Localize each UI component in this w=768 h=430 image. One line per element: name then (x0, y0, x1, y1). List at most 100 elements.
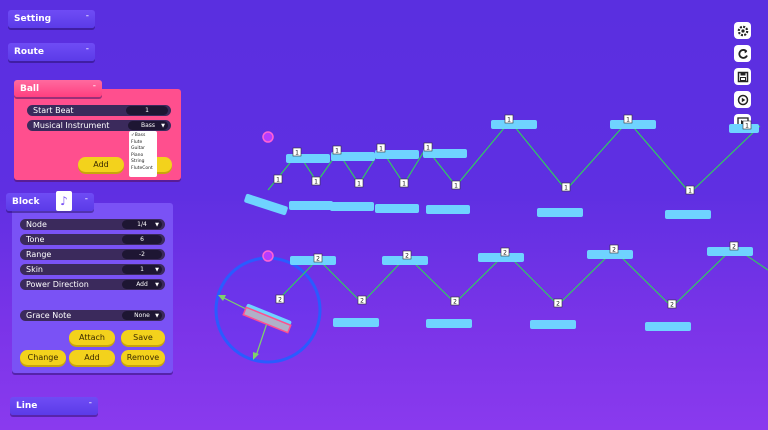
block-panel-title: Block (12, 197, 40, 207)
minimize-icon[interactable]: - (88, 398, 92, 408)
rotation-ring[interactable] (214, 256, 322, 364)
note-block[interactable] (707, 247, 753, 256)
start-beat-input[interactable]: 1 (126, 106, 168, 115)
instrument-option[interactable]: ✓Bass (131, 133, 146, 138)
node-row: Node 1/4 ▼ (20, 219, 165, 230)
grace-note-select[interactable]: None ▼ (122, 311, 162, 320)
note-block[interactable] (382, 256, 428, 265)
block-label-box (357, 295, 367, 305)
block-label: 1 (688, 188, 692, 195)
block-label: 2 (278, 297, 282, 304)
note-block[interactable] (530, 320, 576, 329)
ball-add-button[interactable]: Add (78, 157, 124, 172)
note-block[interactable] (330, 202, 374, 211)
note-block[interactable] (244, 303, 292, 330)
minimize-icon[interactable]: - (85, 11, 89, 21)
note-block[interactable] (587, 250, 633, 259)
block-label-box (667, 299, 677, 309)
tab-setting[interactable]: Setting - (8, 10, 95, 28)
block-label-box (504, 114, 514, 124)
note-block[interactable] (333, 318, 379, 327)
tab-route[interactable]: Route - (8, 43, 95, 61)
note-block[interactable] (375, 204, 419, 213)
tab-route-label: Route (14, 47, 44, 57)
block-panel-header[interactable]: Block ♪ - (6, 191, 94, 211)
save-file-button[interactable] (734, 68, 751, 85)
block-label-box (450, 296, 460, 306)
settings-button[interactable] (734, 22, 751, 39)
instrument-option[interactable]: String (131, 159, 145, 165)
minimize-icon[interactable]: - (92, 81, 96, 91)
grace-note-label: Grace Note (26, 311, 72, 320)
note-block[interactable] (665, 210, 711, 219)
note-block[interactable] (537, 208, 583, 217)
block-label-box (311, 176, 321, 186)
note-block[interactable] (610, 120, 656, 129)
range-input[interactable]: -2 (122, 250, 162, 259)
chevron-down-icon: ▼ (155, 266, 159, 273)
note-block[interactable] (331, 152, 375, 161)
block-label-box (623, 114, 633, 124)
block-label-box (273, 174, 283, 184)
block-label: 1 (426, 145, 430, 152)
instrument-dropdown[interactable]: ✓Bass Flute Guitar Piano String FluteCon… (129, 131, 157, 177)
note-block[interactable] (491, 120, 537, 129)
block-label-box (376, 143, 386, 153)
record-button[interactable] (734, 91, 751, 108)
power-direction-label: Power Direction (26, 280, 89, 289)
instrument-option[interactable]: Guitar (131, 146, 145, 152)
tone-row: Tone 6 (20, 234, 165, 245)
block-label-box (451, 180, 461, 190)
instrument-option[interactable]: FluteCont (131, 165, 153, 171)
note-block[interactable] (478, 253, 524, 262)
block-label-box (402, 250, 412, 260)
range-row: Range -2 (20, 249, 165, 260)
play-icon (736, 116, 749, 129)
ball-panel-header[interactable]: Ball - (14, 80, 102, 97)
note-block[interactable] (423, 149, 467, 158)
note-block[interactable] (426, 319, 472, 328)
instrument-row: Musical Instrument Bass ▼ (27, 120, 171, 131)
minimize-icon[interactable]: - (85, 44, 89, 54)
add-button[interactable]: Add (69, 350, 115, 365)
chevron-down-icon: ▼ (155, 221, 159, 228)
rotate-axis-arrow[interactable] (221, 296, 269, 321)
power-direction-select[interactable]: Add ▼ (122, 280, 162, 289)
ball-marker[interactable] (262, 250, 274, 262)
block-label: 1 (454, 183, 458, 190)
block-label: 2 (453, 299, 457, 306)
note-block[interactable] (286, 154, 330, 163)
play-button[interactable] (734, 114, 751, 131)
block-panel: Block ♪ - Node 1/4 ▼ Tone 6 Range -2 Ski… (6, 191, 173, 373)
minimize-icon[interactable]: - (84, 194, 88, 204)
block-label-box (292, 147, 302, 157)
note-block[interactable] (426, 205, 470, 214)
skin-label: Skin (26, 265, 44, 274)
change-button[interactable]: Change (20, 350, 66, 365)
rotate-axis-arrow[interactable] (255, 319, 269, 357)
remove-button[interactable]: Remove (121, 350, 165, 365)
tone-input[interactable]: 6 (122, 235, 162, 244)
skin-select[interactable]: 1 ▼ (122, 265, 162, 274)
block-label-box (553, 298, 563, 308)
tab-line[interactable]: Line - (10, 397, 98, 415)
ball-panel-title: Ball (20, 83, 40, 94)
block-label-box (729, 241, 739, 251)
instrument-option[interactable]: Flute (131, 139, 143, 145)
note-block[interactable] (244, 193, 289, 216)
attach-button[interactable]: Attach (69, 330, 115, 345)
instrument-option[interactable]: Piano (131, 152, 144, 158)
note-block[interactable] (645, 322, 691, 331)
grace-note-value: None (134, 312, 150, 319)
node-select[interactable]: 1/4 ▼ (122, 220, 162, 229)
ball-marker[interactable] (262, 131, 274, 143)
save-button[interactable]: Save (121, 330, 165, 345)
instrument-select[interactable]: Bass ▼ (128, 121, 168, 130)
note-block[interactable] (290, 256, 336, 265)
refresh-button[interactable] (734, 45, 751, 62)
selected-note-block[interactable] (242, 306, 292, 334)
grace-note-row: Grace Note None ▼ (20, 310, 165, 321)
note-block[interactable] (375, 150, 419, 159)
note-block[interactable] (289, 201, 333, 210)
block-label: 1 (314, 179, 318, 186)
